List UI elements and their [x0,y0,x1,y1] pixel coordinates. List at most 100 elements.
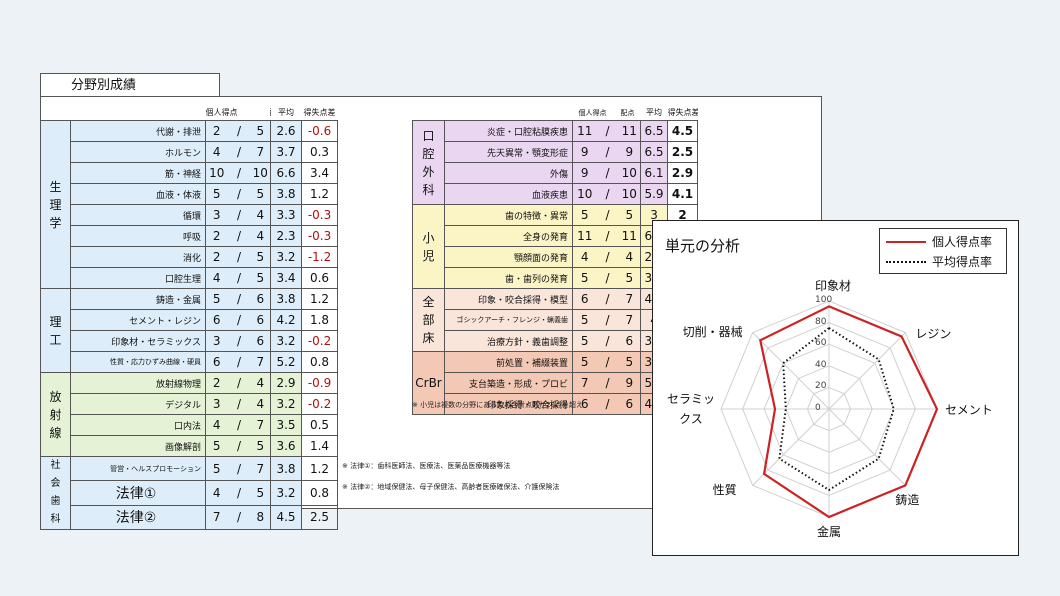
header-max: 配点 [270,108,271,117]
slash: / [227,372,251,394]
item-label: 循環 [70,204,206,226]
slash: / [227,267,251,289]
item-label: 全身の発育 [444,225,573,247]
grid-spoke [828,332,906,410]
score-max: 7 [618,288,642,310]
slash: / [227,330,251,352]
score-max: 5 [250,246,272,268]
slash: / [227,351,251,373]
score-average: 3.3 [270,204,303,226]
score-average: 3.5 [270,414,303,436]
score-diff: 0.3 [301,141,339,163]
score-average: 5.9 [640,183,669,205]
slash: / [227,393,251,415]
score-max: 8 [250,504,272,531]
item-label: 炎症・口腔粘膜疾患 [444,120,573,142]
score-average: 3.8 [270,455,303,482]
score-diff: -0.3 [301,225,339,247]
score-max: 11 [618,120,642,142]
score-personal: 6 [205,351,228,373]
score-diff: 3.4 [301,162,339,184]
legend-label-average: 平均得点率 [932,255,993,269]
note-law2: ※ 法律②：地域保健法、母子保健法、高齢者医療確保法、介護保険法 [342,483,560,491]
item-label: 鋳造・金属 [70,288,206,310]
score-max: 5 [618,204,642,226]
score-personal: 5 [205,455,228,482]
item-label: 呼吸 [70,225,206,247]
tick-label: 80 [815,316,827,327]
group-label: 理工 [40,288,71,373]
score-average: 3.2 [270,480,303,506]
item-label: 前処置・補綴装置 [444,351,573,373]
slash: / [596,120,619,142]
score-diff: -1.2 [301,246,339,268]
axis-label: 切削・器械 [682,324,743,339]
score-personal: 11 [572,225,597,247]
slash: / [596,393,619,415]
slash: / [227,183,251,205]
item-label: 支台築造・形成・プロビ [444,372,573,394]
score-diff: 0.5 [301,414,339,436]
score-max: 10 [618,162,642,184]
score-average: 3.8 [270,183,303,205]
score-max: 5 [618,351,642,373]
legend-label-personal: 個人得点率 [932,235,993,249]
item-label: 口腔生理 [70,267,206,289]
score-diff: 0.6 [301,267,339,289]
item-label: 筋・神経 [70,162,206,184]
score-average: 3.6 [270,435,303,457]
tick-label: 0 [815,403,821,413]
score-max: 7 [250,414,272,436]
axis-label: 性質 [712,483,737,498]
slash: / [596,288,619,310]
slash: / [227,480,251,506]
item-label: 画像解剖 [70,435,206,457]
item-label: 歯の特徴・異常 [444,204,573,226]
slash: / [596,246,619,268]
header-diff: 得失点差 [667,108,698,117]
score-max: 9 [618,372,642,394]
item-label: セメント・レジン [70,309,206,331]
item-label: 先天異常・顎変形症 [444,141,573,163]
score-max: 4 [250,393,272,415]
score-average: 3.7 [270,141,303,163]
slash: / [227,120,251,142]
score-max: 11 [618,225,642,247]
group-label: 小児 [412,204,445,289]
score-diff: 4.5 [667,120,699,142]
score-personal: 5 [572,351,597,373]
score-personal: 5 [572,267,597,289]
score-diff: -0.9 [301,372,339,394]
score-personal: 2 [205,225,228,247]
score-diff: 0.8 [301,351,339,373]
item-label: 外傷 [444,162,573,184]
left-score-table: 個人得点 配点 平均 得失点差 生理学代謝・排泄2/52.6-0.6ホルモン4/… [40,101,339,531]
score-personal: 10 [205,162,228,184]
item-label: 代謝・排泄 [70,120,206,142]
slash: / [227,162,251,184]
score-personal: 5 [205,435,228,457]
score-personal: 11 [572,120,597,142]
slash: / [227,225,251,247]
note-pediatric: ※ 小児は複数の分野にあるため合計点数が20点を超え [412,401,583,409]
legend-swatch-average [886,261,926,263]
axis-label: セメント [945,403,993,417]
slash: / [596,162,619,184]
slash: / [227,455,251,482]
tick-label: 40 [815,359,827,370]
score-personal: 5 [572,330,597,352]
item-label: 顎顔面の発育 [444,246,573,268]
chart-title: 単元の分析 [665,237,741,255]
score-average: 6.5 [640,120,669,142]
